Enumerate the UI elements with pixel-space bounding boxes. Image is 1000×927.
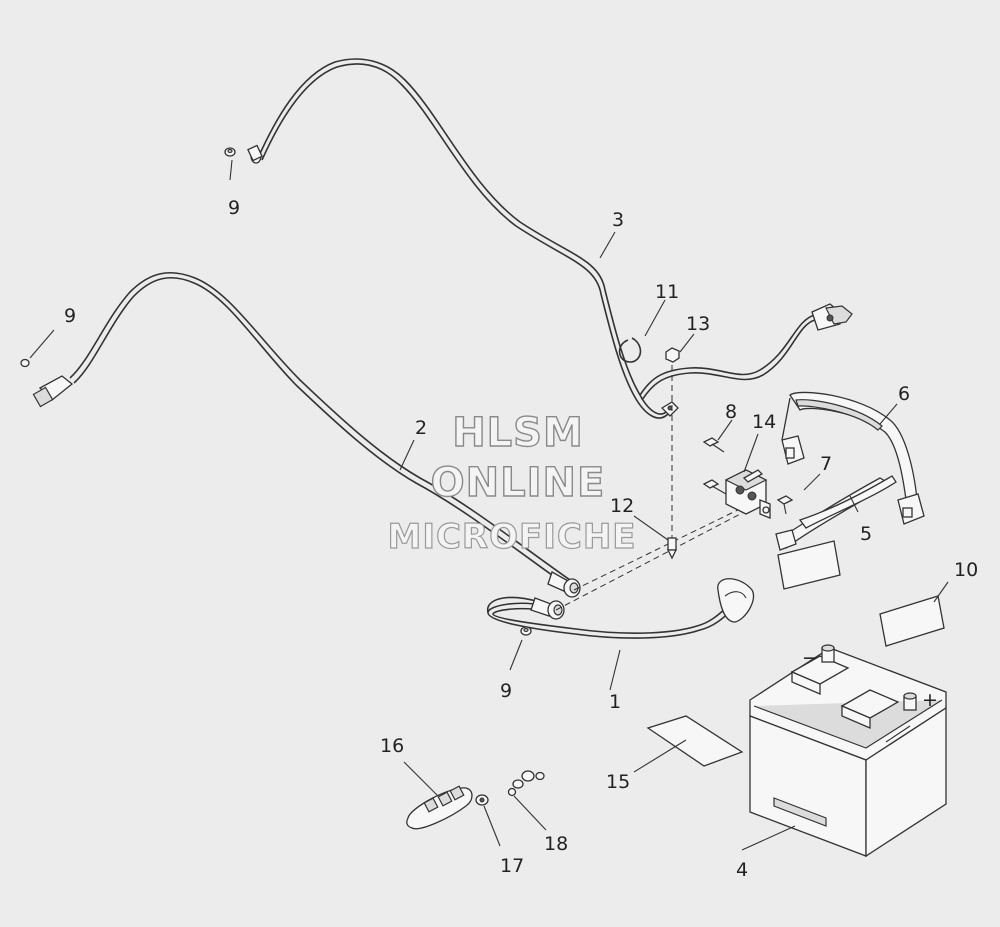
hold-down-bracket-5: [775, 475, 897, 551]
callout-10: 10: [954, 559, 978, 581]
cable-3-clamp-end: [811, 303, 853, 331]
cable-2-right-connector: [547, 571, 581, 598]
nut-9-bottom: [520, 626, 532, 636]
battery-4: − +: [749, 644, 947, 858]
cable-tie-loop: [618, 337, 642, 363]
callout-9-bottom: 9: [500, 680, 512, 702]
watermark-line-1: HLSM: [452, 410, 584, 456]
pad-under-bracket: [777, 540, 841, 590]
callout-7: 7: [820, 453, 832, 475]
battery-positive-mark: +: [922, 689, 938, 711]
callout-8: 8: [725, 401, 737, 423]
callout-1: 1: [609, 691, 621, 713]
nuts-18: [512, 770, 545, 789]
callout-18: 18: [544, 833, 568, 855]
callout-6: 6: [898, 383, 910, 405]
callout-3: 3: [612, 209, 624, 231]
washer-18: [507, 787, 517, 797]
callout-numbers: 1 2 3 4 5 6 7 8 9 9 9 10 11 12 13 14 15 …: [64, 197, 978, 881]
nut-9-top: [224, 147, 236, 157]
cable-2: [32, 271, 581, 598]
callout-13: 13: [686, 313, 710, 335]
leader-lines: [29, 159, 949, 851]
bolt-12: [666, 537, 678, 560]
callout-17: 17: [500, 855, 524, 877]
callout-14: 14: [752, 411, 776, 433]
cable-1-connector: [530, 597, 565, 620]
bolt-8: [702, 437, 727, 495]
callout-11: 11: [655, 281, 679, 303]
bolt-7: [776, 495, 794, 515]
screw-17: [475, 794, 489, 806]
cable-3-ring-terminal: [247, 144, 263, 164]
battery-negative-mark: −: [802, 647, 818, 669]
cable-1-terminal-boot: [717, 578, 755, 623]
callout-9-top: 9: [228, 197, 240, 219]
cable-1: [487, 578, 755, 639]
callout-12: 12: [610, 495, 634, 517]
battery-strap-6: [781, 391, 925, 525]
nut-9-left: [20, 358, 30, 368]
solenoid-14: [724, 469, 771, 519]
callout-4: 4: [736, 859, 748, 881]
cable-2-left-terminal: [32, 375, 74, 408]
callout-9-left: 9: [64, 305, 76, 327]
fuse-holder-16: [406, 785, 473, 830]
callout-5: 5: [860, 523, 872, 545]
watermark-line-2: ONLINE: [431, 460, 606, 506]
alignment-lines: [555, 365, 749, 611]
callout-2: 2: [415, 417, 427, 439]
pad-10: [879, 595, 945, 647]
label-pad-15: [646, 715, 744, 767]
cable-3: [247, 58, 853, 419]
nut-13: [665, 347, 680, 363]
callout-16: 16: [380, 735, 404, 757]
watermark: HLSM ONLINE MICROFICHE: [387, 409, 636, 557]
watermark-line-3: MICROFICHE: [387, 517, 636, 557]
callout-15: 15: [606, 771, 630, 793]
